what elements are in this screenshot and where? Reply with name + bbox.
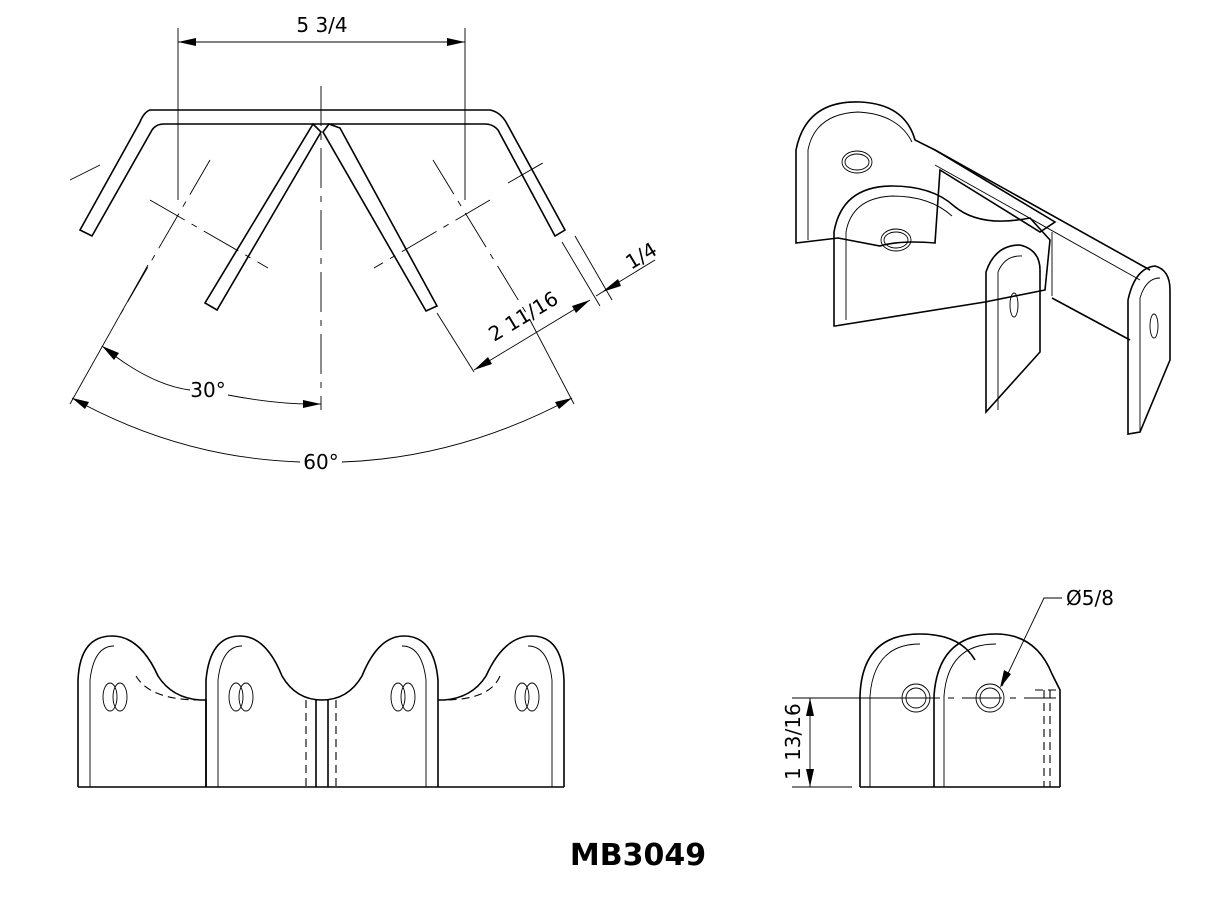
top-view: 5 3/4 1/4 2 11/16 30° 60° — [69, 13, 661, 474]
inner-fin-left — [203, 122, 323, 312]
iso-back-ear — [795, 101, 1057, 247]
dim-hole-diameter: Ø5/8 — [1066, 586, 1114, 610]
side-ear-back-inner — [869, 643, 921, 787]
iso-spine-top — [934, 149, 1151, 271]
dim-angle-inner: 30° — [190, 378, 225, 402]
iso-tab-1 — [985, 244, 1041, 415]
fin-centerline-2 — [432, 159, 529, 317]
dim-height: 1 13/16 — [781, 703, 805, 780]
fin-crossline-4 — [507, 159, 549, 184]
front-hidden-2 — [443, 675, 501, 701]
side-view: 1 13/16 Ø5/8 — [781, 586, 1114, 788]
iso-tab-2-inner — [1139, 277, 1161, 432]
front-ear-2-inner — [217, 645, 243, 787]
iso-tab-1-inner — [997, 255, 1023, 410]
iso-hole-3 — [1009, 292, 1019, 318]
front-ear-4 — [438, 635, 565, 787]
arrow-30-left — [102, 346, 119, 360]
thickness-arrow — [602, 279, 621, 292]
front-hole-2b — [238, 682, 254, 712]
front-hole-1b — [112, 682, 128, 712]
iso-hole-4 — [1149, 313, 1159, 339]
arrow-right — [447, 38, 465, 46]
thickness-ext-1 — [561, 241, 601, 307]
angle-extension-right — [529, 319, 575, 405]
front-hole-3b — [400, 682, 416, 712]
dim-flange-length: 2 11/16 — [484, 286, 562, 346]
dim-angle-outer: 60° — [303, 450, 338, 474]
front-view — [77, 635, 565, 788]
front-hidden-1 — [135, 675, 201, 701]
top-plate-outline — [78, 109, 567, 238]
height-arrow-top — [806, 698, 814, 716]
iso-hole-2 — [880, 228, 912, 252]
hole-leader-arrow — [1000, 670, 1011, 688]
iso-hole-2-inner — [883, 231, 909, 249]
front-hole-4b — [524, 682, 540, 712]
hole-leader — [1001, 597, 1062, 687]
height-arrow-bottom — [806, 769, 814, 787]
iso-front-ear-inner — [845, 195, 953, 320]
iso-hole-1 — [841, 150, 873, 174]
flange-dim-line — [473, 299, 591, 371]
fin-crossline-3 — [373, 199, 491, 269]
front-hole-4a — [514, 682, 530, 712]
front-hole-1a — [102, 682, 118, 712]
dim-thickness: 1/4 — [621, 237, 661, 274]
front-hole-2a — [228, 682, 244, 712]
front-ear-1-inner — [89, 645, 115, 787]
front-hole-3a — [390, 682, 406, 712]
dim-top-width: 5 3/4 — [296, 13, 347, 37]
fin-crossline-1 — [69, 164, 101, 181]
side-ear-back — [859, 633, 976, 787]
iso-spine-mid — [934, 164, 1141, 281]
iso-spine-bottom — [1051, 297, 1131, 341]
flange-arrow-1 — [474, 357, 492, 370]
front-ear-3 — [321, 635, 439, 787]
side-ear-front — [933, 633, 1061, 787]
side-ear-front-inner — [943, 643, 997, 787]
fin-centerline-1 — [119, 159, 211, 316]
angle-arc-outer-a — [71, 397, 301, 463]
front-ear-2 — [205, 635, 323, 787]
arrow-60-left — [72, 398, 89, 409]
front-ear-3-inner — [401, 645, 427, 787]
arrow-60-right — [555, 398, 572, 409]
inner-fin-right — [322, 123, 439, 313]
angle-extension-left — [69, 264, 149, 405]
iso-hole-1-inner — [844, 153, 870, 171]
flange-ext-line — [436, 312, 475, 373]
flange-arrow-2 — [572, 300, 590, 313]
iso-front-ear — [833, 185, 1051, 327]
arrow-30-right — [303, 400, 321, 408]
front-ear-4-inner — [527, 645, 553, 787]
arrow-left — [178, 38, 196, 46]
part-number: MB3049 — [570, 838, 706, 873]
angle-arc-outer-b — [341, 397, 573, 463]
isometric-view — [795, 101, 1171, 435]
iso-back-ear-inner — [807, 111, 913, 240]
fin-crossline-2 — [149, 199, 269, 269]
iso-tab-2 — [1127, 265, 1171, 435]
front-ear-1 — [77, 635, 207, 787]
